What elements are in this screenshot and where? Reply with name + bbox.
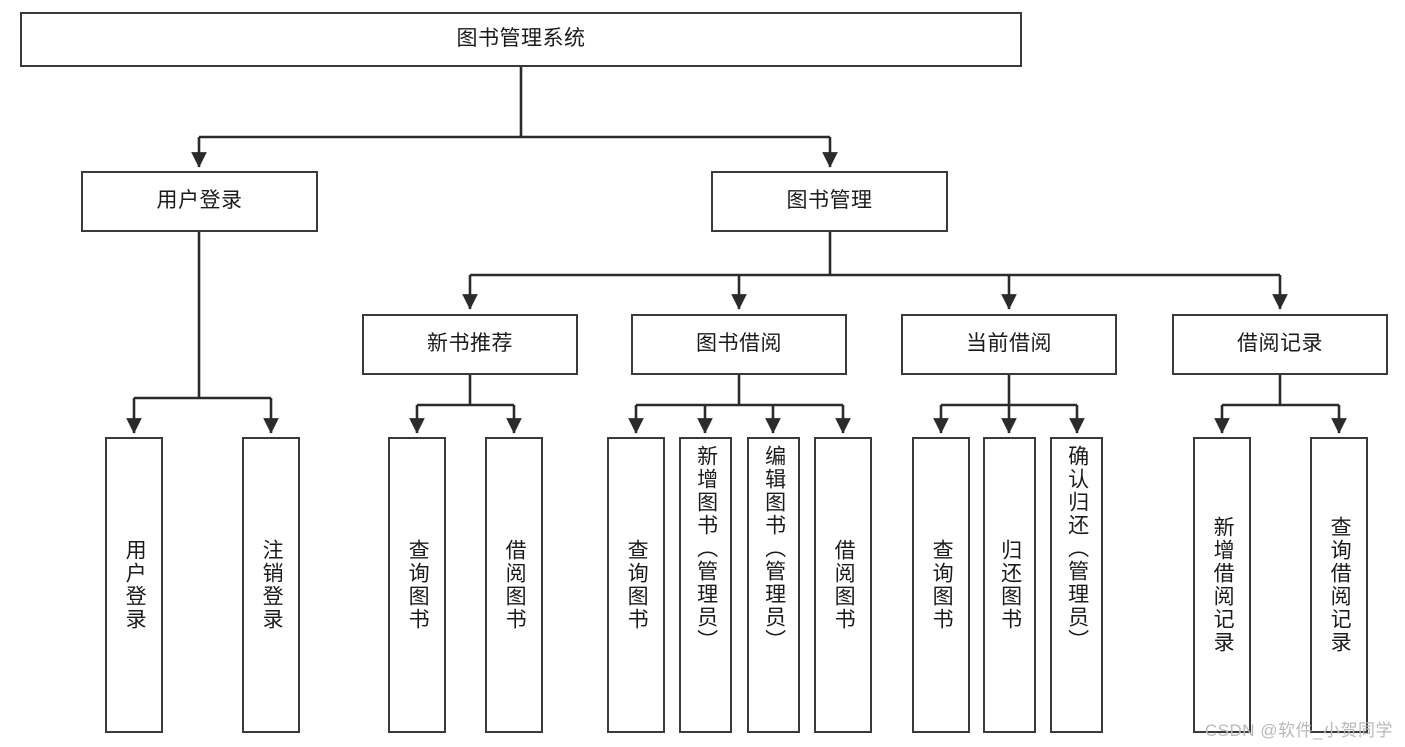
node-label: 当前借阅 [966,332,1052,356]
node-borrow-record[interactable]: 借阅记录 [1172,314,1388,375]
node-label: 图书借阅 [696,332,782,356]
node-label: 借阅图书 [832,539,856,631]
leaf-current-return-book[interactable]: 归还图书 [983,437,1036,733]
node-label: 查询借阅记录 [1328,516,1352,654]
node-label: 用户登录 [123,539,147,631]
node-label: 用户登录 [156,189,243,213]
leaf-current-confirm-return-admin[interactable]: 确认归还（管理员） [1050,437,1103,733]
node-label: 借阅图书 [503,539,527,631]
node-label: 确认归还（管理员） [1065,445,1089,652]
leaf-recommend-query-book[interactable]: 查询图书 [388,437,446,733]
node-current-borrow[interactable]: 当前借阅 [901,314,1117,375]
node-label: 新书推荐 [427,332,513,356]
leaf-borrow-borrow-book[interactable]: 借阅图书 [814,437,872,733]
leaf-record-add-record[interactable]: 新增借阅记录 [1193,437,1251,733]
leaf-record-query-record[interactable]: 查询借阅记录 [1310,437,1368,733]
leaf-user-login[interactable]: 用户登录 [105,437,163,733]
node-label: 查询图书 [406,539,430,631]
node-label: 图书管理系统 [456,27,586,51]
leaf-borrow-edit-book-admin[interactable]: 编辑图书（管理员） [747,437,800,733]
node-label: 新增借阅记录 [1211,516,1235,654]
node-label: 编辑图书（管理员） [762,445,786,652]
watermark-text: CSDN @软件_小贺同学 [1204,721,1393,740]
node-label: 查询图书 [625,539,649,631]
node-book-borrow[interactable]: 图书借阅 [631,314,847,375]
node-user-login[interactable]: 用户登录 [81,171,318,232]
node-new-book-recommend[interactable]: 新书推荐 [362,314,578,375]
leaf-user-logout[interactable]: 注销登录 [242,437,300,733]
leaf-current-query-book[interactable]: 查询图书 [912,437,970,733]
node-label: 注销登录 [260,539,284,631]
node-label: 归还图书 [998,539,1022,631]
leaf-borrow-query-book[interactable]: 查询图书 [607,437,665,733]
leaf-borrow-add-book-admin[interactable]: 新增图书（管理员） [679,437,732,733]
node-book-management[interactable]: 图书管理 [711,171,948,232]
node-label: 查询图书 [930,539,954,631]
node-label: 借阅记录 [1237,332,1323,356]
node-label: 图书管理 [786,189,873,213]
node-label: 新增图书（管理员） [694,445,718,652]
leaf-recommend-borrow-book[interactable]: 借阅图书 [485,437,543,733]
node-root-system[interactable]: 图书管理系统 [20,12,1022,67]
